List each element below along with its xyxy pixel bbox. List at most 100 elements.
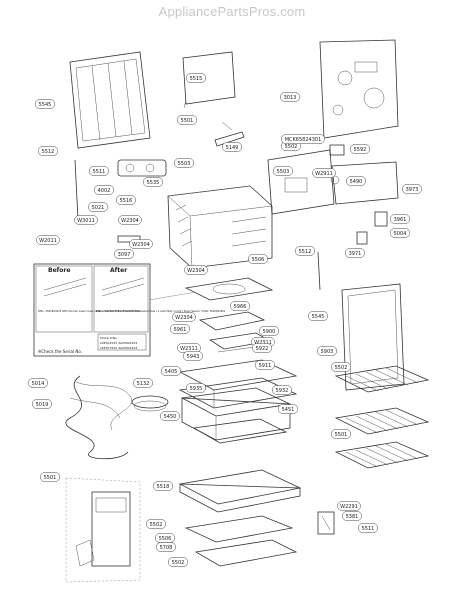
callout-number: 5490	[350, 179, 363, 185]
part-callout: W2304	[118, 215, 142, 225]
part-callout: 5516	[115, 195, 137, 205]
part-callout: 5502	[145, 519, 167, 529]
callout-bubble	[251, 343, 273, 353]
callout-number: 5506	[159, 536, 172, 542]
callout-bubble	[167, 557, 189, 567]
part-callout: W2311	[177, 343, 201, 353]
side-panel-right	[341, 283, 405, 391]
part-callouts: 5515554530135501514955125502MCK658243015…	[27, 73, 423, 567]
callout-bubble	[87, 202, 109, 212]
callout-number: W2304	[121, 218, 139, 224]
callout-number: 3973	[406, 187, 419, 193]
callout-number: 5545	[39, 102, 52, 108]
rear-panel-left	[69, 51, 151, 149]
part-callout: W2911	[312, 168, 336, 178]
callout-bubble	[254, 360, 276, 370]
callout-number: 5511	[362, 526, 375, 532]
callout-bubble	[159, 411, 181, 421]
oven-floor-plate	[184, 277, 274, 301]
callout-bubble	[31, 399, 53, 409]
part-callout: 5502	[167, 557, 189, 567]
callout-bubble	[37, 146, 59, 156]
callout-number: 5911	[259, 363, 272, 369]
callout-number: 5511	[93, 169, 106, 175]
inset-after-label: After	[110, 267, 127, 274]
part-callout: 5014	[27, 378, 49, 388]
callout-number: W3011	[77, 218, 95, 224]
callout-number: 5405	[165, 369, 178, 375]
callout-number: 5961	[174, 327, 187, 333]
part-callout: 5506	[247, 254, 269, 264]
heating-element-bracket	[117, 159, 167, 177]
callout-number: 5503	[178, 161, 191, 167]
part-callout: 5149	[221, 142, 243, 152]
callout-bubble	[272, 166, 294, 176]
callout-bubble	[118, 215, 142, 225]
callout-bubble	[155, 542, 177, 552]
callout-bubble	[281, 134, 325, 144]
trim-strips	[74, 159, 321, 291]
callout-number: 5503	[277, 169, 290, 175]
part-callout: 5450	[159, 411, 181, 421]
part-callout: W2304	[184, 265, 208, 275]
callout-number: 5512	[42, 149, 55, 155]
part-callout: 5511	[357, 523, 379, 533]
part-callout: 5501	[330, 429, 352, 439]
callout-number: 5903	[321, 349, 334, 355]
drawer-base	[178, 469, 302, 567]
callout-bubble	[173, 158, 195, 168]
part-callout: 5935	[185, 383, 207, 393]
callout-bubble	[145, 519, 167, 529]
manual-kit	[65, 477, 141, 583]
callout-bubble	[88, 166, 110, 176]
callout-bubble	[389, 214, 411, 224]
callout-number: 5450	[164, 414, 177, 420]
part-callout: 5506	[154, 533, 176, 543]
part-callout: 5932	[271, 385, 293, 395]
callout-number: 4002	[98, 188, 111, 194]
callout-number: 5021	[92, 205, 105, 211]
callout-bubble	[229, 301, 251, 311]
callout-number: 5512	[299, 249, 312, 255]
callout-number: 5516	[120, 198, 133, 204]
callout-bubble	[341, 511, 363, 521]
callout-number: 5592	[354, 147, 367, 153]
callout-number: 5932	[276, 388, 289, 394]
callout-bubble	[258, 326, 280, 336]
callout-bubble	[349, 144, 371, 154]
callout-number: W2311	[254, 340, 272, 346]
callout-number: 3961	[394, 217, 407, 223]
part-callout: 5021	[87, 202, 109, 212]
callout-number: 5014	[32, 381, 45, 387]
part-callout: 5961	[169, 324, 191, 334]
callout-bubble	[401, 184, 423, 194]
callout-number: 5966	[234, 304, 247, 310]
callout-number: 5502	[172, 560, 185, 566]
callout-number: 5132	[137, 381, 150, 387]
callout-number: 5922	[256, 346, 269, 352]
sensor-components	[329, 144, 388, 245]
part-callout: 5019	[31, 399, 53, 409]
part-callout: 5545	[307, 311, 329, 321]
drawer-slide	[192, 418, 288, 444]
callout-number: 5019	[36, 402, 49, 408]
part-callout: W2291	[337, 501, 361, 511]
callout-number: W2291	[340, 504, 358, 510]
part-callout: 5922	[251, 343, 273, 353]
callout-number: W2304	[187, 268, 205, 274]
part-callout: MCK65824301	[281, 134, 325, 144]
wire-harness	[65, 375, 132, 460]
part-callout: 5501	[176, 115, 198, 125]
callout-number: 5518	[157, 484, 170, 490]
part-callout: 4002	[93, 185, 115, 195]
callout-bubble	[389, 228, 411, 238]
callout-bubble	[294, 246, 316, 256]
callout-bubble	[74, 215, 98, 225]
insulation-pad	[182, 51, 236, 109]
callout-number: 5935	[190, 386, 203, 392]
callout-number: 5451	[282, 407, 295, 413]
control-housing	[267, 149, 399, 215]
callout-bubble	[330, 429, 352, 439]
callout-number: MCK65824301	[285, 137, 322, 143]
